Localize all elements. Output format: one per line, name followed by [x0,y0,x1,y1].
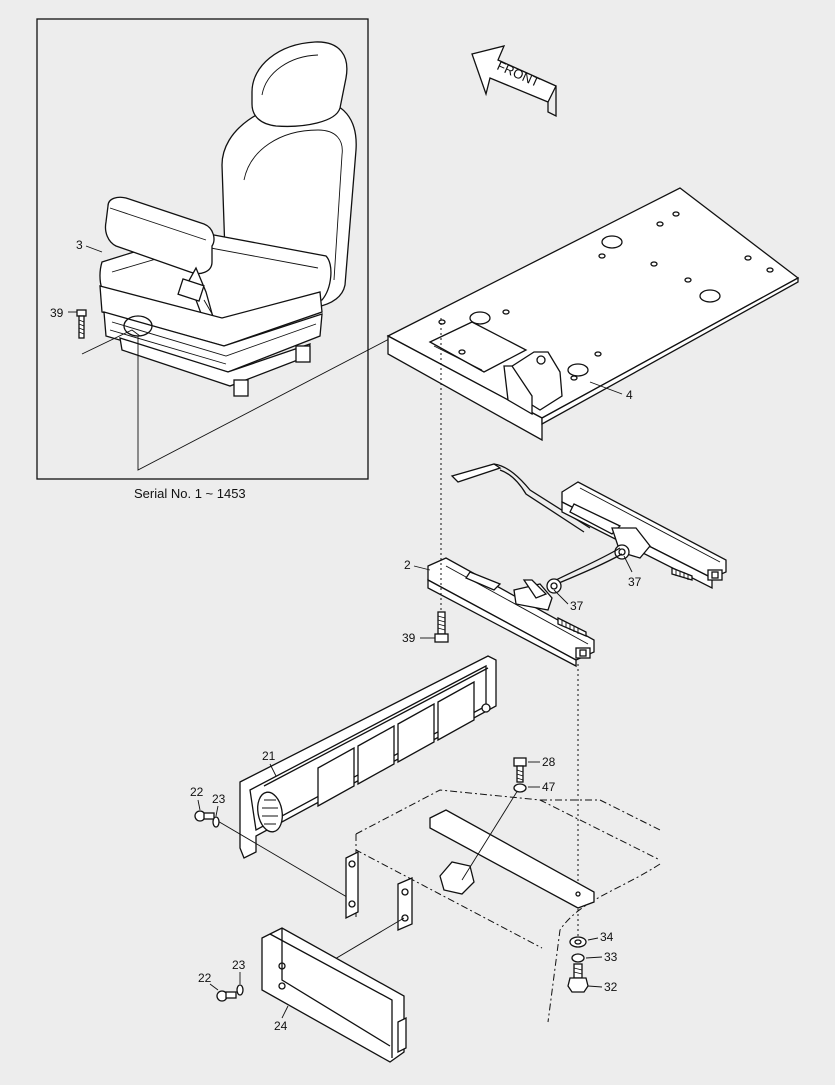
callout-28: 28 [542,755,556,769]
washer-23-lower: 23 [232,958,246,996]
rail-lower [427,557,595,668]
callout-22-a: 22 [190,785,204,799]
callout-23-b: 23 [232,958,246,972]
side-cover-21: 21 [239,655,497,859]
callout-21: 21 [262,749,276,763]
inset-caption: Serial No. 1 ~ 1453 [134,486,246,501]
callout-34: 34 [600,930,614,944]
bolt-32: 32 [567,963,618,994]
callout-32: 32 [604,980,618,994]
callout-37-a: 37 [553,589,584,613]
svg-text:3: 3 [76,238,83,252]
callout-47: 47 [542,780,556,794]
svg-text:37: 37 [570,599,584,613]
bolt-39: 39 [402,611,449,645]
callout-3: 3 [76,238,103,253]
callout-39-inset: 39 [50,306,64,320]
callout-2: 2 [404,558,431,572]
rail-with-lever [450,463,727,590]
svg-text:37: 37 [628,575,642,589]
front-direction-arrow: FRONT [471,45,557,118]
callout-37-b: 37 [623,555,642,589]
callout-22-b: 22 [198,971,212,985]
svg-text:2: 2 [404,558,411,572]
washer-34: 34 [569,930,614,948]
callout-23-a: 23 [212,792,226,806]
inset-frame [36,18,369,480]
callout-39: 39 [402,631,416,645]
bolt-28: 28 [513,755,556,783]
bolt-39-inset: 39 [50,306,87,339]
washer-47: 47 [513,780,556,794]
callout-4: 4 [626,388,633,402]
lock-washer-33: 33 [571,950,618,964]
side-cover-24: 24 [261,927,407,1063]
bolt-22-upper: 22 [190,785,215,822]
mounting-plate: 4 [386,187,800,442]
machine-frame [345,789,661,1023]
seat-assembly [99,41,357,397]
bolt-22-lower: 22 [198,971,237,1002]
callout-24: 24 [274,1019,288,1033]
callout-33: 33 [604,950,618,964]
washer-23-upper: 23 [212,792,226,828]
